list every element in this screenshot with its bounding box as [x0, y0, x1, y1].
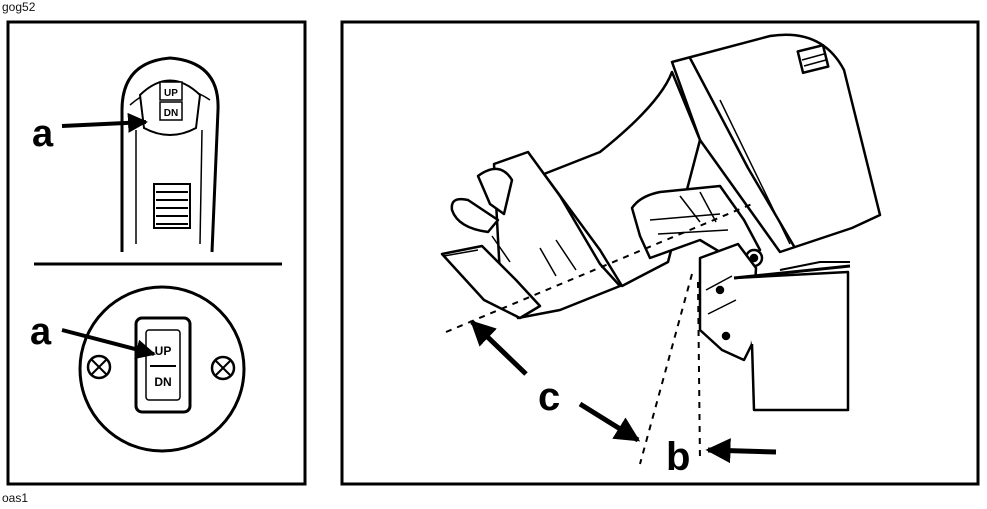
- callout-c: c: [538, 375, 560, 419]
- screw-right-icon: [210, 355, 236, 381]
- tiller-handle-illustration: UP DN: [120, 56, 220, 253]
- callout-a-top: a: [32, 113, 54, 155]
- arrow-a-top: [61, 112, 148, 133]
- callout-a-bottom: a: [30, 311, 52, 353]
- top-switch-up-label: UP: [164, 88, 178, 99]
- figure-code-bottom: oas1: [2, 491, 29, 505]
- callout-b: b: [666, 435, 690, 479]
- arrow-c-upper: [470, 320, 528, 376]
- trim-angle-reference-lines: [445, 203, 753, 465]
- right-panel-frame: [340, 20, 980, 486]
- figure-code-top: gog52: [2, 0, 36, 14]
- bottom-switch-dn-label: DN: [154, 375, 171, 389]
- dash-panel-switch-illustration: UP DN: [78, 285, 246, 453]
- top-switch-dn-label: DN: [164, 108, 178, 119]
- left-panel-frame: [6, 20, 307, 486]
- handle-grip: [153, 183, 191, 229]
- arrow-b: [705, 438, 777, 464]
- arrow-a-bottom: [61, 328, 156, 360]
- arrow-c-lower: [578, 401, 641, 443]
- screw-left-icon: [86, 354, 112, 380]
- bottom-switch-up-label: UP: [155, 344, 172, 358]
- outboard-motor-illustration: [440, 33, 882, 412]
